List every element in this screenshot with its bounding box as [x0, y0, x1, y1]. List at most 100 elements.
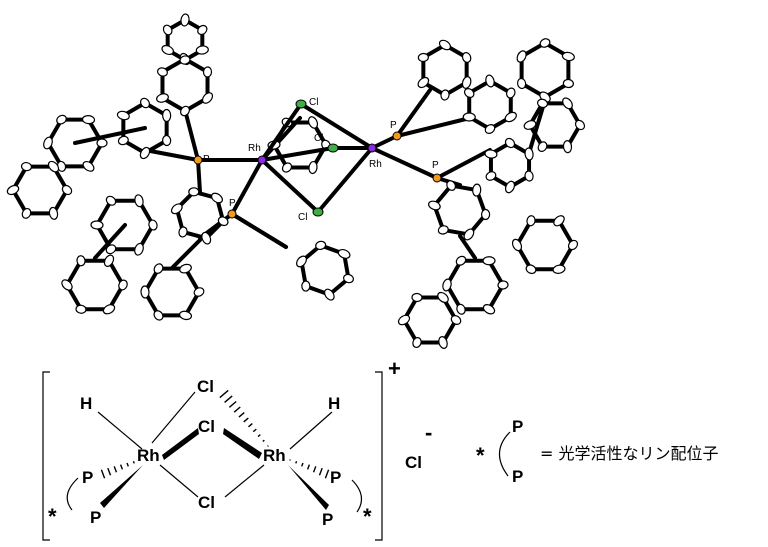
- left-bracket: [42, 371, 50, 541]
- p-atom-1: [193, 155, 203, 165]
- carbon-atom: [342, 273, 355, 284]
- carbon-atom: [116, 110, 130, 121]
- carbon-atom: [134, 242, 144, 256]
- carbon-atom: [118, 279, 128, 291]
- carbon-atom: [153, 263, 164, 274]
- carbon-atom: [21, 207, 32, 219]
- carbon-atom: [178, 226, 188, 238]
- hash-line: [228, 400, 237, 408]
- ortep-bond: [435, 148, 492, 180]
- scheme-p-left-lower: P: [90, 508, 101, 527]
- bond-rh-cl-top-left: [151, 391, 196, 444]
- carbon-atom: [455, 255, 467, 266]
- ortep-bond: [183, 108, 200, 162]
- label-cl1: Cl: [309, 97, 318, 108]
- hash-line: [107, 467, 112, 476]
- scheme-p-right-lower: P: [322, 510, 333, 529]
- chemical-scheme: + H H Cl Cl Cl Rh Rh P P P P * * Cl -: [42, 356, 432, 541]
- carbon-atom: [438, 336, 448, 349]
- p-atom-4: [432, 173, 442, 183]
- carbon-atom: [193, 287, 205, 297]
- carbon-atom: [134, 194, 144, 208]
- hash-line: [219, 389, 229, 399]
- carbon-atom: [525, 264, 537, 275]
- scheme-h-right: H: [328, 394, 340, 413]
- carbon-atom: [506, 87, 516, 99]
- carbon-atom: [574, 119, 586, 131]
- scheme-cl-bottom: Cl: [198, 493, 215, 512]
- carbon-atom: [442, 278, 452, 292]
- carbon-atom: [337, 248, 351, 259]
- carbon-atom: [562, 97, 573, 110]
- p-atom-2: [227, 209, 237, 219]
- carbon-atom: [281, 162, 293, 173]
- carbon-atom: [516, 50, 527, 63]
- label-p1: P: [203, 154, 210, 165]
- carbon-atom: [195, 45, 209, 55]
- carbon-atom: [485, 74, 495, 88]
- carbon-atom: [20, 161, 33, 172]
- carbon-atom: [562, 140, 573, 154]
- carbon-atom: [188, 187, 200, 197]
- carbon-atom: [504, 137, 516, 149]
- hash-line: [238, 412, 245, 418]
- carbon-atom: [437, 291, 449, 304]
- carbon-atom: [139, 97, 151, 109]
- scheme-rh-right: Rh: [263, 446, 286, 465]
- hash-line: [318, 467, 323, 476]
- carbon-atom: [156, 67, 168, 77]
- ortep-bond: [93, 223, 127, 260]
- carbon-atom: [504, 180, 516, 194]
- wedge-rh-p-left-lower: [100, 465, 143, 508]
- carbon-atom: [296, 255, 307, 268]
- carbon-atom: [162, 134, 172, 147]
- carbon-atom: [411, 292, 423, 303]
- carbon-atom: [6, 184, 20, 196]
- legend-p-upper: P: [512, 417, 523, 436]
- carbon-atom: [440, 89, 450, 101]
- carbon-atom: [463, 228, 475, 241]
- legend-p-lower: P: [512, 467, 523, 486]
- ortep-bond: [395, 116, 472, 138]
- hash-line: [100, 469, 106, 479]
- cl-atom-1: [295, 99, 307, 109]
- carbon-atom: [301, 280, 311, 292]
- carbon-atom: [210, 192, 223, 204]
- carbon-atom: [511, 238, 523, 252]
- hash-line: [267, 445, 269, 447]
- label-rh2: Rh: [369, 159, 382, 170]
- carbon-atom: [438, 39, 452, 51]
- scheme-p-right-upper: P: [330, 468, 341, 487]
- hash-line: [257, 434, 261, 438]
- carbon-atom: [524, 147, 534, 161]
- p-atom-3: [392, 131, 402, 141]
- carbon-atom: [561, 51, 575, 62]
- carbon-atom: [461, 52, 472, 63]
- carbon-atom: [161, 44, 174, 56]
- ligand-legend: * P P = 光学活性なリン配位子: [476, 417, 719, 486]
- carbon-atom: [428, 200, 441, 211]
- legend-star: *: [476, 443, 485, 468]
- carbon-atom: [484, 149, 498, 159]
- hash-line: [324, 469, 330, 479]
- label-cl2: Cl: [314, 133, 323, 144]
- scheme-cl-top: Cl: [197, 377, 214, 396]
- hash-line: [132, 460, 135, 464]
- carbon-atom: [417, 52, 429, 63]
- scheme-star-left: *: [48, 504, 57, 529]
- carbon-atom: [481, 208, 491, 221]
- carbon-atom: [201, 231, 212, 245]
- carbon-atom: [516, 77, 527, 90]
- carbon-atom: [497, 280, 509, 290]
- hash-line: [113, 466, 118, 473]
- carbon-atom: [76, 255, 86, 267]
- carbon-atom: [179, 55, 191, 65]
- chelate-arc-right: [351, 479, 363, 513]
- hash-line: [119, 464, 124, 470]
- carbon-atom: [552, 264, 566, 274]
- carbon-atom: [482, 304, 496, 315]
- carbon-atom: [153, 310, 164, 321]
- carbon-atom: [523, 120, 537, 130]
- hash-line: [306, 464, 311, 470]
- legend-description: = 光学活性なリン配位子: [540, 444, 719, 463]
